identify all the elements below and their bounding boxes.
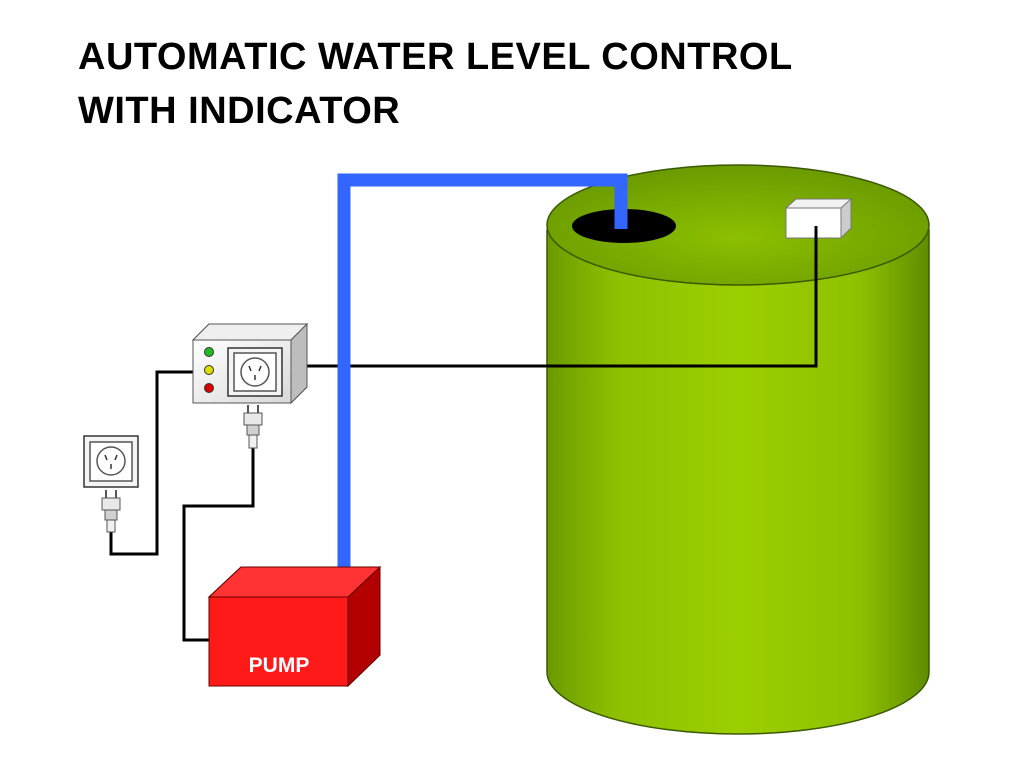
pump-label: PUMP [249,654,310,677]
title-line-2: WITH INDICATOR [78,90,401,132]
green-led [204,347,214,357]
plug-icon [101,490,121,533]
pump-power-wire [182,448,255,642]
controller-box [191,322,309,405]
red-led [204,383,214,393]
wall-outlet-icon [83,435,139,488]
page-title: AUTOMATIC WATER LEVEL CONTROL WITH INDIC… [78,30,793,138]
controller-supply-wire [109,370,193,556]
tank-body [546,229,930,735]
tank-top [546,164,930,286]
title-line-1: AUTOMATIC WATER LEVEL CONTROL [78,36,793,78]
yellow-led [204,365,214,375]
water-tank [546,164,930,735]
pump-box: PUMP [207,565,382,688]
level-sensor [784,198,853,239]
controller-outlet-icon [227,347,283,397]
plug-icon [243,405,263,449]
water-pipe [337,173,628,572]
sensor-wire [298,226,818,368]
